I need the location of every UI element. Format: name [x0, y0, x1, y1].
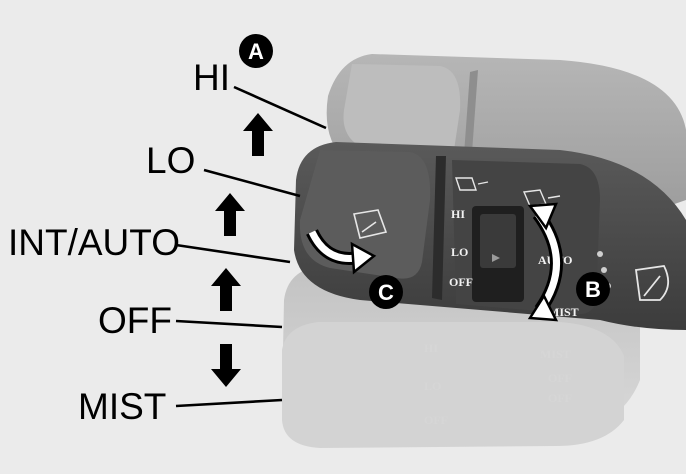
leader-lo — [203, 168, 301, 198]
stalk-marking-mist: MIST — [548, 305, 579, 319]
rear-wiper-icon — [634, 265, 670, 301]
rotate-arrow-b — [527, 202, 563, 322]
badge-a-text: A — [248, 39, 264, 64]
label-lo: LO — [146, 140, 195, 181]
svg-text:OFF: OFF — [548, 391, 572, 405]
badge-b: B — [576, 272, 610, 306]
position-arrows — [211, 113, 273, 387]
svg-text:OFF: OFF — [548, 371, 572, 385]
twist-arrow-c — [306, 228, 377, 275]
svg-text:OFF: OFF — [424, 413, 448, 427]
stalk-marking-lo: LO — [451, 245, 468, 259]
leader-int-auto — [175, 243, 291, 264]
washer-icon — [455, 177, 489, 191]
stalk-marking-hi: HI — [451, 207, 465, 221]
arrow-down-mist — [211, 344, 241, 387]
badge-c: C — [369, 275, 403, 309]
badge-c-text: C — [378, 280, 394, 305]
front-wiper-icon — [353, 209, 388, 239]
arrow-up-lo — [215, 193, 245, 236]
label-mist: MIST — [78, 386, 166, 427]
label-off: OFF — [98, 300, 172, 341]
arrow-up-int — [211, 268, 241, 311]
badge-a: A — [239, 34, 273, 68]
label-hi: HI — [193, 57, 230, 98]
badge-b-text: B — [585, 277, 601, 302]
leader-lines — [175, 85, 327, 408]
leader-mist — [175, 398, 283, 408]
label-int-auto: INT/AUTO — [8, 222, 180, 263]
arrow-up-hi — [243, 113, 273, 156]
leader-off — [175, 319, 283, 329]
leader-hi — [233, 85, 327, 130]
stalk-marking-off: OFF — [449, 275, 473, 289]
svg-text:MIST: MIST — [540, 347, 571, 361]
slide-switch-knob — [480, 214, 516, 268]
svg-text:HI: HI — [424, 341, 438, 355]
svg-text:LO: LO — [424, 379, 441, 393]
